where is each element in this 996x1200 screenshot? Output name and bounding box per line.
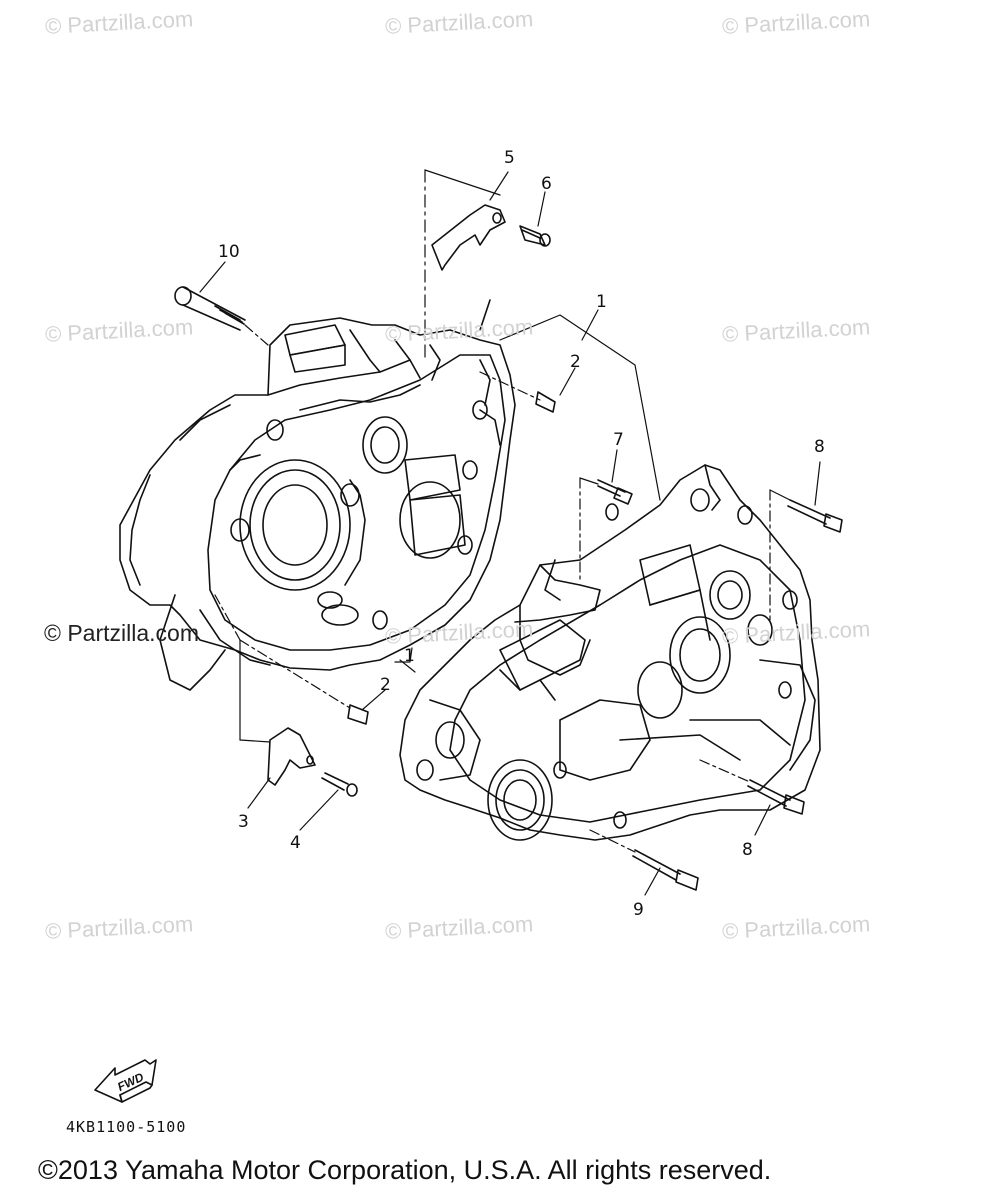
bolt-part-9	[632, 849, 699, 891]
callout-2: 2	[570, 352, 581, 372]
screw-part-6	[519, 225, 551, 247]
screw-part-4	[321, 772, 358, 797]
callout-7: 7	[613, 430, 624, 450]
callout-8: 8	[814, 437, 825, 457]
watermark: © Partzilla.com	[44, 620, 199, 646]
bracket-part-5	[431, 204, 506, 271]
callout-3: 3	[238, 812, 249, 832]
callout-1: 1	[404, 646, 415, 666]
callout-4: 4	[290, 833, 301, 853]
bolt-part-10	[174, 286, 246, 331]
callout-2: 2	[380, 675, 391, 695]
callout-9: 9	[633, 900, 644, 920]
copyright-notice: ©2013 Yamaha Motor Corporation, U.S.A. A…	[38, 1155, 772, 1185]
right-crankcase	[399, 464, 821, 841]
bolt-part-8-top	[787, 499, 843, 533]
bolt-part-8-bottom	[747, 779, 805, 815]
callout-10: 10	[218, 242, 240, 262]
dowel-part-2-top	[535, 391, 556, 413]
forward-arrow-icon: FWD	[94, 1059, 157, 1103]
callout-5: 5	[504, 148, 515, 168]
left-crankcase	[119, 299, 516, 691]
callout-8: 8	[742, 840, 753, 860]
callout-1: 1	[596, 292, 607, 312]
bolt-part-7	[597, 479, 633, 505]
leader-lines	[199, 169, 821, 896]
bracket-part-3	[267, 727, 316, 786]
callout-6: 6	[541, 174, 552, 194]
diagram-code: 4KB1100-5100	[66, 1118, 187, 1136]
